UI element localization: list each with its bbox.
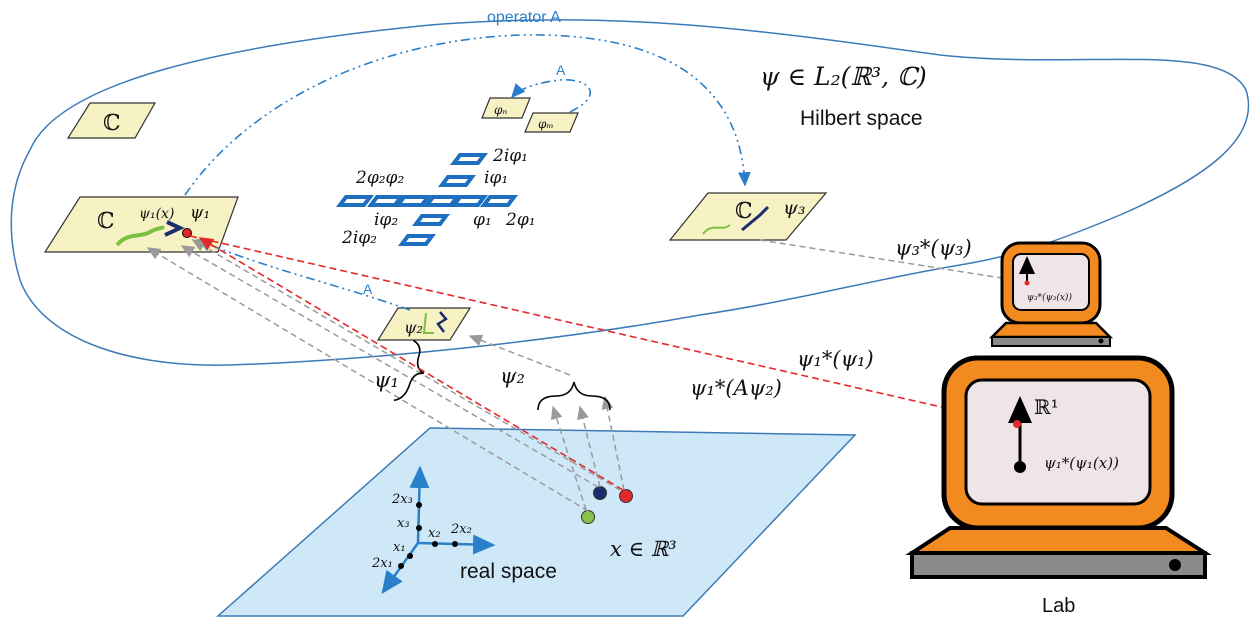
real-space-plane xyxy=(216,427,857,617)
basis-label-2iphi1: 2iφ₁ xyxy=(492,146,528,166)
basis-label-iphi2: iφ₂ xyxy=(374,210,398,230)
basis-tiles xyxy=(336,153,518,246)
phi-n-plane: φₙ xyxy=(481,97,531,119)
operator-a-arrow xyxy=(184,34,751,196)
psi1-projection-label: ψ₁ xyxy=(374,368,399,392)
hilbert-space-region xyxy=(10,19,1250,366)
psi3-plane xyxy=(668,192,828,241)
curve-green-3 xyxy=(702,224,731,235)
psi3-to-monitor-arrow xyxy=(759,239,1029,287)
operator-a-lower-arrow xyxy=(196,239,411,311)
psi1-plane xyxy=(43,196,239,253)
operator-a-lower-label: A xyxy=(363,281,373,297)
complex-plane-top: ℂ xyxy=(66,102,157,139)
basis-label-2phi1: 2φ₁ xyxy=(505,210,536,230)
axis-label-2x2: 2x₂ xyxy=(450,522,472,537)
c-top-label: ℂ xyxy=(103,111,121,136)
basis-label-iphi1: iφ₁ xyxy=(484,168,508,188)
real-space-label: real space xyxy=(460,560,557,583)
lab-r1-label: ℝ¹ xyxy=(1034,395,1059,419)
psi1-x-label: ψ₁(x) xyxy=(139,206,174,222)
small-readout-label: ψ₃*(ψ₃(x)) xyxy=(1027,292,1072,303)
curve-green xyxy=(115,225,165,247)
point-green xyxy=(581,510,595,524)
axis-label-x3: x₃ xyxy=(397,516,410,531)
basis-label-2phi2phi2: 2φ₂φ₂ xyxy=(355,168,404,188)
psi1-star-label: ψ₁*(ψ₁) xyxy=(797,347,874,371)
axis-label-x2: x₂ xyxy=(428,526,441,541)
red-arrow-real-to-psi1 xyxy=(198,237,624,491)
psi2-brace xyxy=(537,381,611,411)
point-red xyxy=(619,489,633,503)
psi2-plane-label: ψ₂ xyxy=(404,318,423,337)
lab-readout-label: ψ₁*(ψ₁(x)) xyxy=(1044,454,1119,472)
psi1-star-a-label: ψ₁*(Aψ₂) xyxy=(690,376,782,400)
lab-label: Lab xyxy=(1042,595,1075,617)
psi3-plane-label: ψ₃ xyxy=(783,197,806,219)
psi2-projection-label: ψ₂ xyxy=(500,364,525,388)
psi1-projection-arrows xyxy=(146,239,621,512)
curve-navy-3 xyxy=(741,205,770,232)
curve-green-2 xyxy=(422,312,434,334)
hilbert-space-label: Hilbert space xyxy=(800,107,923,130)
axis-label-2x3: 2x₃ xyxy=(391,492,413,507)
small-operator-label: A xyxy=(556,62,566,78)
axis-label-x1: x₁ xyxy=(393,540,406,555)
basis-label-2iphi2: 2iφ₂ xyxy=(341,228,377,248)
x-in-r3-label: x ∈ ℝ³ xyxy=(610,537,677,561)
psi2-projection-arrows xyxy=(468,334,625,511)
psi2-plane xyxy=(376,307,472,341)
red-arrow-psi1-to-lab xyxy=(189,235,1018,428)
curve-navy xyxy=(164,220,185,237)
psi1-point xyxy=(182,228,192,238)
psi1-brace xyxy=(393,339,425,402)
operator-a-label: operator A xyxy=(487,9,561,26)
psi-membership: ψ ∈ L₂(ℝ³, ℂ) xyxy=(760,62,927,91)
psi3-plane-c: ℂ xyxy=(735,199,753,224)
psi1-plane-c: ℂ xyxy=(97,209,115,234)
phi-m-plane: φₘ xyxy=(524,112,579,133)
psi1-plane-label: ψ₁ xyxy=(190,203,210,223)
lab-computer xyxy=(905,355,1212,579)
curve-navy-2 xyxy=(436,311,448,333)
axis-label-2x1: 2x₁ xyxy=(371,556,393,571)
phi-m-label: φₘ xyxy=(538,117,554,131)
small-monitor xyxy=(988,241,1114,347)
phi-n-label: φₙ xyxy=(494,103,507,117)
psi3-star-label: ψ₃*(ψ₃) xyxy=(895,236,972,260)
basis-label-phi1: φ₁ xyxy=(473,210,492,230)
point-navy xyxy=(593,486,607,500)
small-operator-arrow xyxy=(510,79,592,113)
coordinate-axes xyxy=(381,465,496,595)
